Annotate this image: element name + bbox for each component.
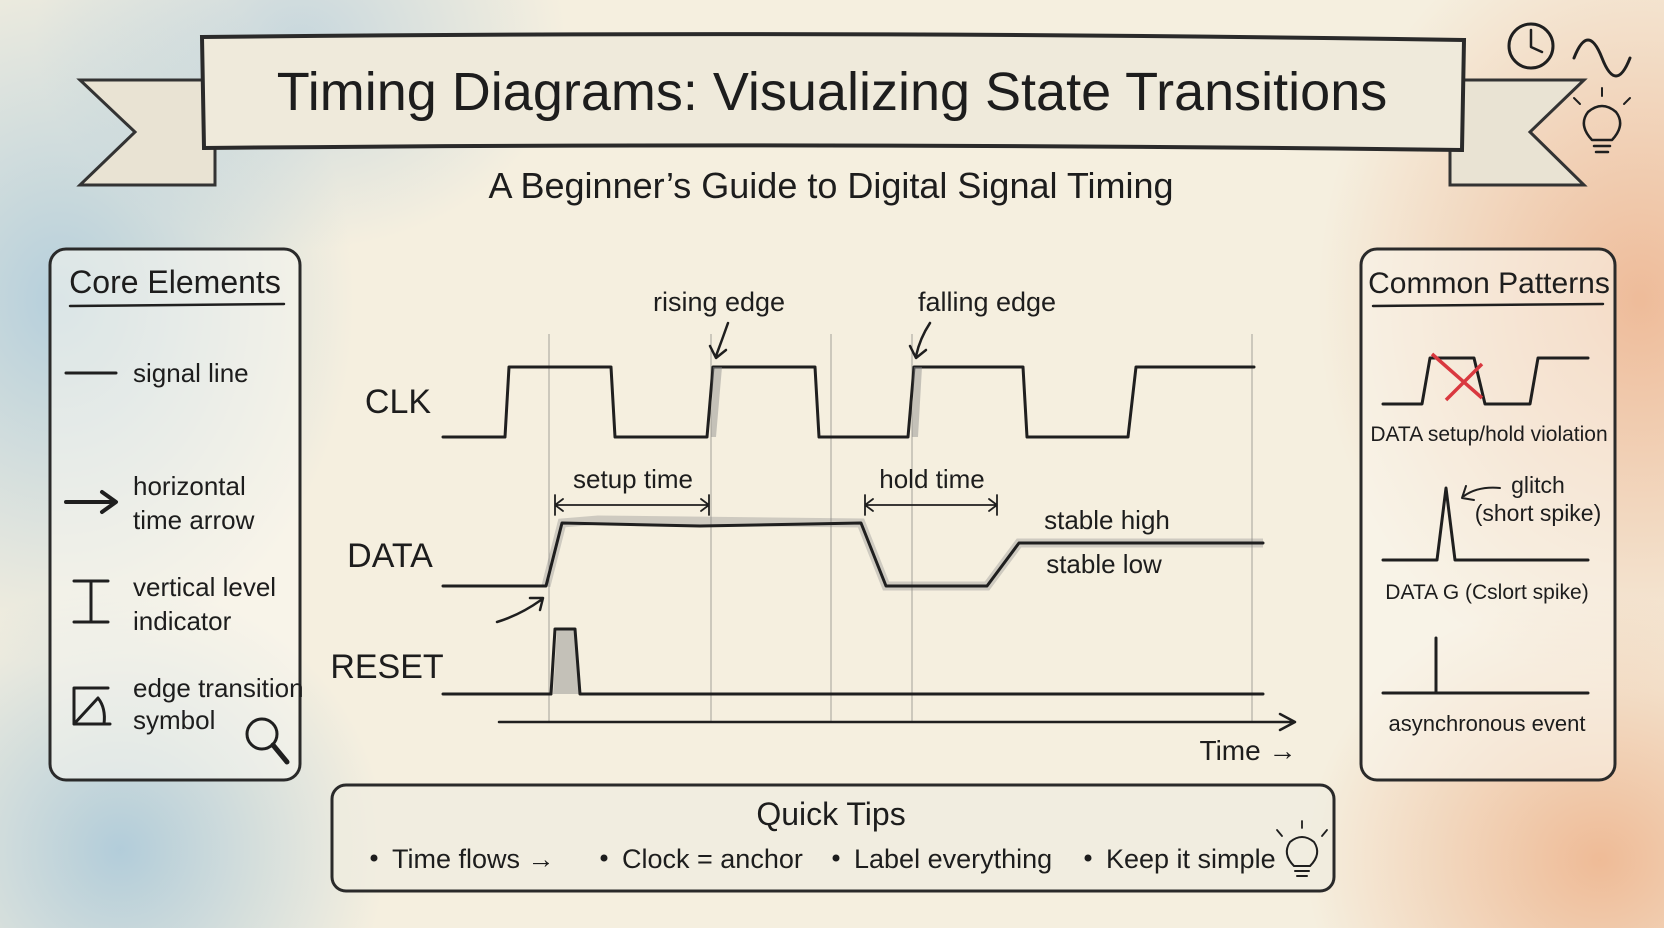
page-subtitle: A Beginner’s Guide to Digital Signal Tim… (488, 165, 1173, 206)
violation-label: DATA setup/hold violation (1370, 423, 1607, 446)
setup-time-dimension-arrow (554, 494, 710, 516)
glitch-sublabel: (short spike) (1475, 500, 1602, 526)
rising-edge-arrow-icon (708, 321, 730, 360)
item-label: signal line (133, 358, 249, 388)
core-elements-panel: Core Elements signal line horizontal tim… (48, 247, 304, 782)
quick-tips-title: Quick Tips (756, 796, 905, 832)
common-patterns-panel: Common Patterns DATA setup/hold violatio… (1359, 247, 1617, 782)
clock-icon (1507, 22, 1555, 70)
signal-label-reset: RESET (330, 648, 443, 686)
core-elements-title: Core Elements (69, 264, 281, 300)
tip-item: Time flows → (392, 844, 555, 874)
arrow-right-icon (64, 490, 118, 514)
common-patterns-title: Common Patterns (1368, 267, 1610, 300)
sine-wave-icon (1572, 38, 1632, 78)
falling-edge-label: falling edge (918, 287, 1056, 317)
edge-transition-icon (72, 686, 112, 726)
vertical-level-icon (72, 579, 110, 624)
violation-waveform (1381, 356, 1590, 406)
reset-pulse-shade (553, 629, 580, 694)
lightbulb-icon (1573, 87, 1631, 154)
signal-label-data: DATA (347, 537, 433, 575)
magnifier-icon (245, 717, 290, 765)
tip-item: Keep it simple (1106, 844, 1276, 874)
banner-left-tail (76, 78, 217, 187)
tip-item: Label everything (854, 844, 1052, 874)
lightbulb-icon (1276, 820, 1328, 877)
time-axis-arrow (497, 712, 1297, 732)
signal-label-clk: CLK (365, 383, 431, 421)
async-event-waveform (1381, 636, 1590, 695)
async-event-label: asynchronous event (1389, 711, 1586, 736)
hold-time-dimension-arrow (864, 494, 998, 516)
glitch-caption: DATA G (Cslort spike) (1385, 581, 1588, 604)
hold-time-label: hold time (879, 464, 985, 494)
clk-waveform (441, 365, 1256, 439)
glitch-arrow-icon (1461, 485, 1501, 501)
falling-edge-arrow-icon (908, 321, 932, 360)
item-label: horizontal (133, 471, 246, 501)
item-label: symbol (133, 705, 215, 735)
timing-diagram: CLK rising edge falling edge setup time … (330, 287, 1296, 766)
reset-waveform (441, 627, 1265, 696)
item-label: vertical level (133, 572, 276, 602)
rising-edge-label: rising edge (653, 287, 785, 317)
item-label: indicator (133, 606, 232, 636)
quick-tips-box: Quick Tips Time flows → Clock = anchor L… (330, 783, 1336, 893)
violation-x-mark-icon (1430, 352, 1484, 402)
glitch-waveform (1381, 486, 1590, 562)
banner-right-tail (1448, 78, 1588, 187)
banner-body (199, 32, 1467, 153)
data-waveform (441, 521, 1265, 588)
stable-low-label: stable low (1046, 549, 1162, 579)
title-banner: Timing Diagrams: Visualizing State Trans… (76, 32, 1588, 187)
item-label: time arrow (133, 505, 255, 535)
stable-high-label: stable high (1044, 505, 1170, 535)
item-label: edge transition (133, 673, 304, 703)
setup-time-label: setup time (573, 464, 693, 494)
time-axis-label: Time → (1200, 735, 1297, 766)
page-title: Timing Diagrams: Visualizing State Trans… (277, 62, 1387, 122)
tip-item: Clock = anchor (622, 844, 803, 874)
data-transition-arrow-icon (495, 596, 545, 624)
glitch-label: glitch (1511, 472, 1565, 498)
